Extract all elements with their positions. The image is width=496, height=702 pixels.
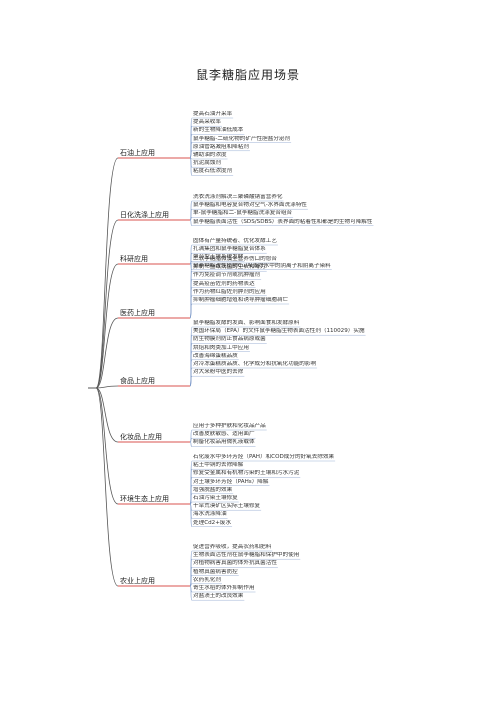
leaf-item: 提高石油开采率: [193, 111, 233, 117]
leaf-item: 作为免疫调节剂或抗肿瘤剂: [193, 272, 261, 279]
leaf-item: 海水洗涤降油: [193, 511, 227, 518]
leaf-item: 干旱荒漠矿区实际土壤修复: [193, 503, 261, 510]
leaf-item: 抗泥腐蚀剂: [193, 160, 221, 167]
leaf-item: 粘度石低浓度剂: [193, 168, 233, 175]
leaf-item: 植物真菌病害防控: [193, 568, 238, 575]
leaf-item: 防生物膜剂防止食品病原或菌: [193, 336, 266, 343]
leaf-item: 对土壤多环芳烃（PAHs）降解: [193, 478, 269, 485]
category-label: 医药上应用: [120, 309, 155, 317]
root-connector: [95, 157, 119, 389]
leaf-item: 对冷冻蛋糕质品质、化学成分和抗氧化功能的影响: [193, 361, 317, 367]
leaf-item: 促进营养吸收，提高农药和肥料: [193, 544, 272, 550]
leaf-connector: [189, 157, 193, 176]
leaf-item: 鼠李糖脂和电容复合物对空气-水界面洗涤特性: [193, 202, 307, 209]
leaf-item: 扎满集团和鼠李糖脂复合体系: [193, 246, 266, 253]
leaf-item: 对盐渍土的改良效果: [193, 593, 244, 600]
leaf-item: 制备化妆品用微乳液载体: [193, 439, 255, 446]
leaf-item: 作为药物红脂佐剂肿剂的应用: [193, 288, 266, 295]
leaf-connector: [189, 219, 193, 226]
root-connector: [95, 387, 119, 443]
root-connector: [95, 387, 119, 587]
leaf-item: 修复受金属和有机物污染的土壤和污水污泥: [193, 470, 300, 477]
leaf-connector: [189, 263, 193, 270]
leaf-item: 洗衣洗涤剂解决三聚磷酸钠富营养化: [193, 194, 283, 200]
leaf-item: 对植物病害真菌的体外抗真菌活性: [193, 560, 277, 567]
leaf-connector: [189, 375, 193, 387]
leaf-item: 单-鼠李糖脂和二-鼠李糖脂洗涤复合组合: [193, 210, 293, 217]
leaf-item: 鼠李糖脂发酵的发面、影响面食和发酵原料: [193, 320, 300, 326]
leaf-item: 聚合型土壤系统发酵: [193, 254, 244, 261]
category-label: 石油上应用: [120, 149, 155, 157]
category-label: 日化洗涤上应用: [120, 211, 169, 219]
leaf-item: 二软李糖脂微藻全营养伤口的愈合: [193, 256, 277, 262]
root-connector: [95, 263, 119, 389]
category-label: 农业上应用: [120, 577, 155, 585]
category-label: 环境生态上应用: [120, 495, 169, 503]
leaf-item: 生物表面活性剂在鼠李糖脂和保护中的使用: [193, 552, 300, 559]
leaf-item: 抑制一些致病菌的生长和毒力: [193, 264, 266, 271]
leaf-item: 烘焙和肉类加工中应用: [193, 344, 249, 351]
leaf-item: 鼠李糖脂-二硫化物的矿产性胆盐分泌剂: [193, 135, 291, 142]
leaf-item: 石油污染土壤修复: [193, 495, 238, 501]
leaf-item: 原油管路减阻和降粘剂: [193, 143, 249, 150]
leaf-item: 新的生物降油低成本: [193, 127, 244, 134]
leaf-item: 改善海绵蛋糕品质: [193, 352, 238, 359]
leaf-item: 提高采收率: [193, 119, 221, 126]
root-connector: [95, 387, 119, 505]
leaf-item: 增强脱盐的效果: [193, 486, 233, 493]
leaf-item: 处理Cd2+废水: [193, 519, 232, 526]
leaf-item: 粘土中铜的去除降解: [193, 462, 244, 469]
leaf-connector: [189, 503, 193, 527]
leaf-item: 提高疫苗佐剂的药物表达: [193, 280, 255, 287]
leaf-item: 鼠李糖脂表面活性（SDS/SDBS）表界面的粘着性和都是的生物可降解性: [193, 218, 373, 225]
leaf-connector: [189, 303, 193, 319]
root-connector: [95, 317, 119, 389]
leaf-connector: [189, 585, 193, 601]
category-label: 化妆品上应用: [120, 433, 162, 441]
leaf-item: 对大米粉中医的去除: [193, 369, 244, 376]
leaf-item: 鼠李糖脂改性植物Cu/Al去除水中的阴离子和阴离子染料: [193, 262, 331, 269]
page-title: 鼠李糖脂应用场景: [195, 68, 300, 82]
leaf-item: 改善皮肤敏感、适用面广: [193, 431, 255, 438]
leaf-connector: [189, 441, 193, 447]
leaf-item: 农药乳化剂: [193, 576, 221, 583]
leaf-item: 寄生水稻的体外抑制作用: [193, 585, 255, 591]
category-label: 食品上应用: [120, 377, 155, 385]
root-connector: [95, 385, 119, 389]
leaf-item: 固体有产量持统者、优化发酵工艺: [193, 238, 277, 244]
root-connector: [95, 219, 119, 389]
leaf-item: 辅助油的浓度: [193, 152, 227, 158]
leaf-item: 美国环保局（EPA）的文件鼠李糖脂生物表面活性剂（110029）实施: [193, 328, 365, 335]
leaf-item: 石化废水中多环芳烃（PAH）和COD成分的好氧去除效果: [193, 454, 335, 460]
category-label: 科研应用: [120, 255, 148, 263]
leaf-item: 抑制肿瘤细胞增殖和诱导肿瘤细胞凋亡: [193, 297, 289, 303]
leaf-item: 应用于多种护肤和化妆品产品: [193, 423, 266, 429]
